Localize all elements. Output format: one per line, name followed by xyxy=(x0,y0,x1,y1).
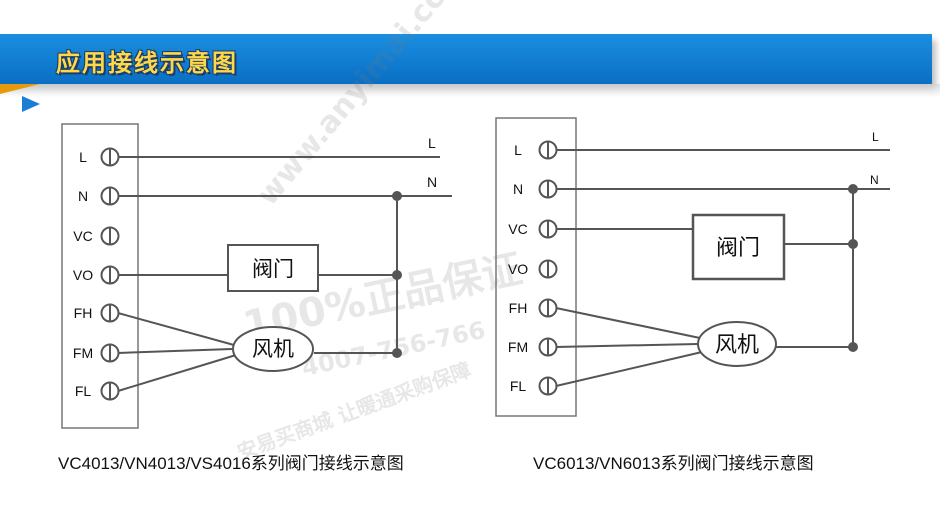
left-fan-ellipse xyxy=(232,326,314,372)
left-terminal-circles xyxy=(100,147,120,401)
junction-dots xyxy=(392,184,858,358)
right-valve-box xyxy=(691,213,786,281)
right-terminal-label: FM xyxy=(508,339,528,355)
header-banner: 应用接线示意图 xyxy=(0,34,932,84)
right-terminal-block xyxy=(495,117,577,417)
banner-fold-accent xyxy=(0,84,40,94)
right-valve-label: 阀门 xyxy=(716,236,760,261)
right-wire-label-l: L xyxy=(872,130,879,144)
right-terminal-label: N xyxy=(513,181,523,197)
right-wire-label-n: N xyxy=(870,173,879,187)
right-terminal-label: FL xyxy=(510,378,527,394)
right-terminal-label: VC xyxy=(508,221,527,237)
banner-shadow-strip xyxy=(0,84,940,98)
left-valve-label: 阀门 xyxy=(252,257,294,281)
left-wire-label-l: L xyxy=(428,135,436,151)
left-terminal-label: VC xyxy=(73,228,92,244)
left-terminal-label: FH xyxy=(74,305,93,321)
left-diagram-caption: VC4013/VN4013/VS4016系列阀门接线示意图 xyxy=(58,454,404,473)
left-terminal-label: L xyxy=(79,149,87,165)
right-fan-ellipse xyxy=(697,321,777,367)
left-wire-label-n: N xyxy=(427,174,437,190)
banner-arrow-icon xyxy=(22,96,40,112)
right-terminal-circles xyxy=(538,140,558,396)
left-terminal-label: FL xyxy=(75,383,92,399)
right-terminal-label: FH xyxy=(509,300,528,316)
right-diagram-caption: VC6013/VN6013系列阀门接线示意图 xyxy=(533,454,814,473)
page-title: 应用接线示意图 xyxy=(56,49,238,77)
left-valve-box xyxy=(227,244,319,292)
right-terminal-label: L xyxy=(514,142,522,158)
left-fan-label: 风机 xyxy=(252,337,294,361)
left-terminal-label: VO xyxy=(73,267,93,283)
right-terminal-label: VO xyxy=(508,261,528,277)
left-terminal-label: FM xyxy=(73,345,93,361)
right-fan-label: 风机 xyxy=(715,333,759,358)
left-terminal-label: N xyxy=(78,188,88,204)
